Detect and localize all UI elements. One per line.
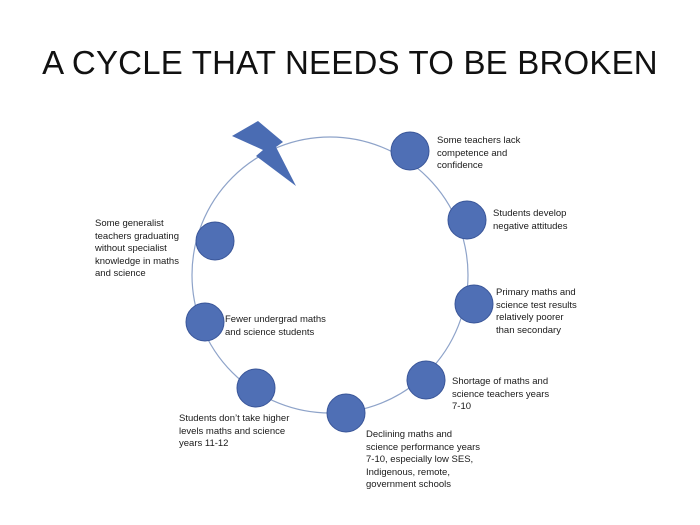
cycle-node-4 (406, 360, 446, 400)
cycle-node-6 (236, 368, 276, 408)
step-label-1: Some teachers lack competence and confid… (437, 135, 521, 171)
step-label-8: Some generalist teachers graduating with… (95, 218, 179, 279)
step-label-3: Primary maths and science test results r… (496, 287, 577, 336)
step-label-7: Fewer undergrad maths and science studen… (225, 314, 326, 338)
cycle-node-5 (326, 393, 366, 433)
step-label-4: Shortage of maths and science teachers y… (452, 376, 550, 412)
step-label-6: Students don’t take higher levels maths … (179, 413, 290, 449)
cycle-node-8 (195, 221, 235, 261)
cycle-node-7 (185, 302, 225, 342)
cycle-node-2 (447, 200, 487, 240)
cycle-node-3 (454, 284, 494, 324)
step-label-2: Students develop negative attitudes (493, 208, 568, 232)
step-label-5: Declining maths and science performance … (366, 429, 481, 490)
lightning-bolt-icon (232, 121, 296, 186)
slide-title: A CYCLE THAT NEEDS TO BE BROKEN (42, 44, 658, 81)
cycle-node-1 (390, 131, 430, 171)
